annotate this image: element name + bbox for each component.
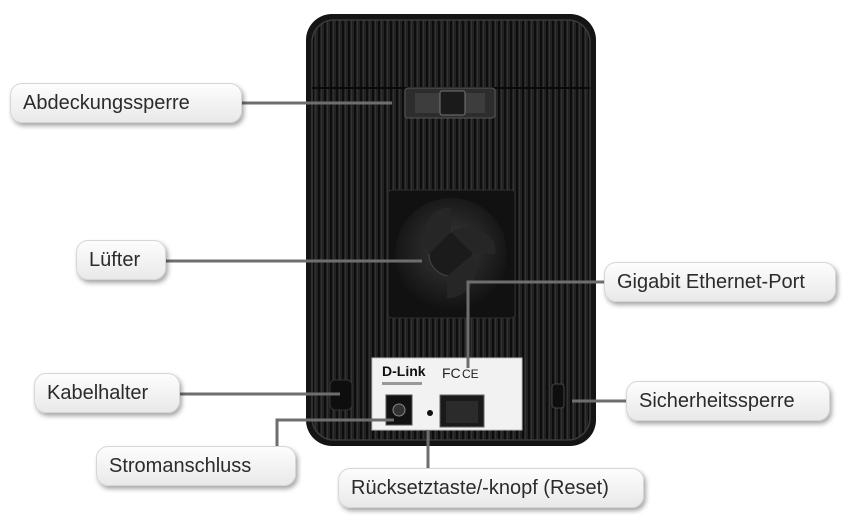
leader-gigabit bbox=[466, 280, 604, 368]
callout-reset: Rücksetztaste/-knopf (Reset) bbox=[338, 468, 644, 508]
callout-cable-holder: Kabelhalter bbox=[34, 373, 180, 413]
security-slot-icon bbox=[551, 383, 565, 409]
leader-lines bbox=[164, 101, 626, 468]
callout-cover-lock: Abdeckungssperre bbox=[10, 83, 242, 123]
callout-fan: Lüfter bbox=[76, 240, 166, 280]
callout-power: Stromanschluss bbox=[96, 446, 296, 486]
callout-gigabit-port: Gigabit Ethernet-Port bbox=[604, 262, 836, 302]
fcc-mark: FC bbox=[442, 365, 461, 381]
reset-button-icon bbox=[427, 410, 433, 416]
ce-mark: CE bbox=[462, 367, 479, 381]
cover-lock-slider bbox=[404, 87, 496, 119]
brand-logo: D-Link bbox=[382, 363, 426, 379]
fan-grille bbox=[387, 189, 516, 319]
leader-power bbox=[275, 418, 394, 446]
callout-security-lock: Sicherheitssperre bbox=[626, 381, 830, 421]
